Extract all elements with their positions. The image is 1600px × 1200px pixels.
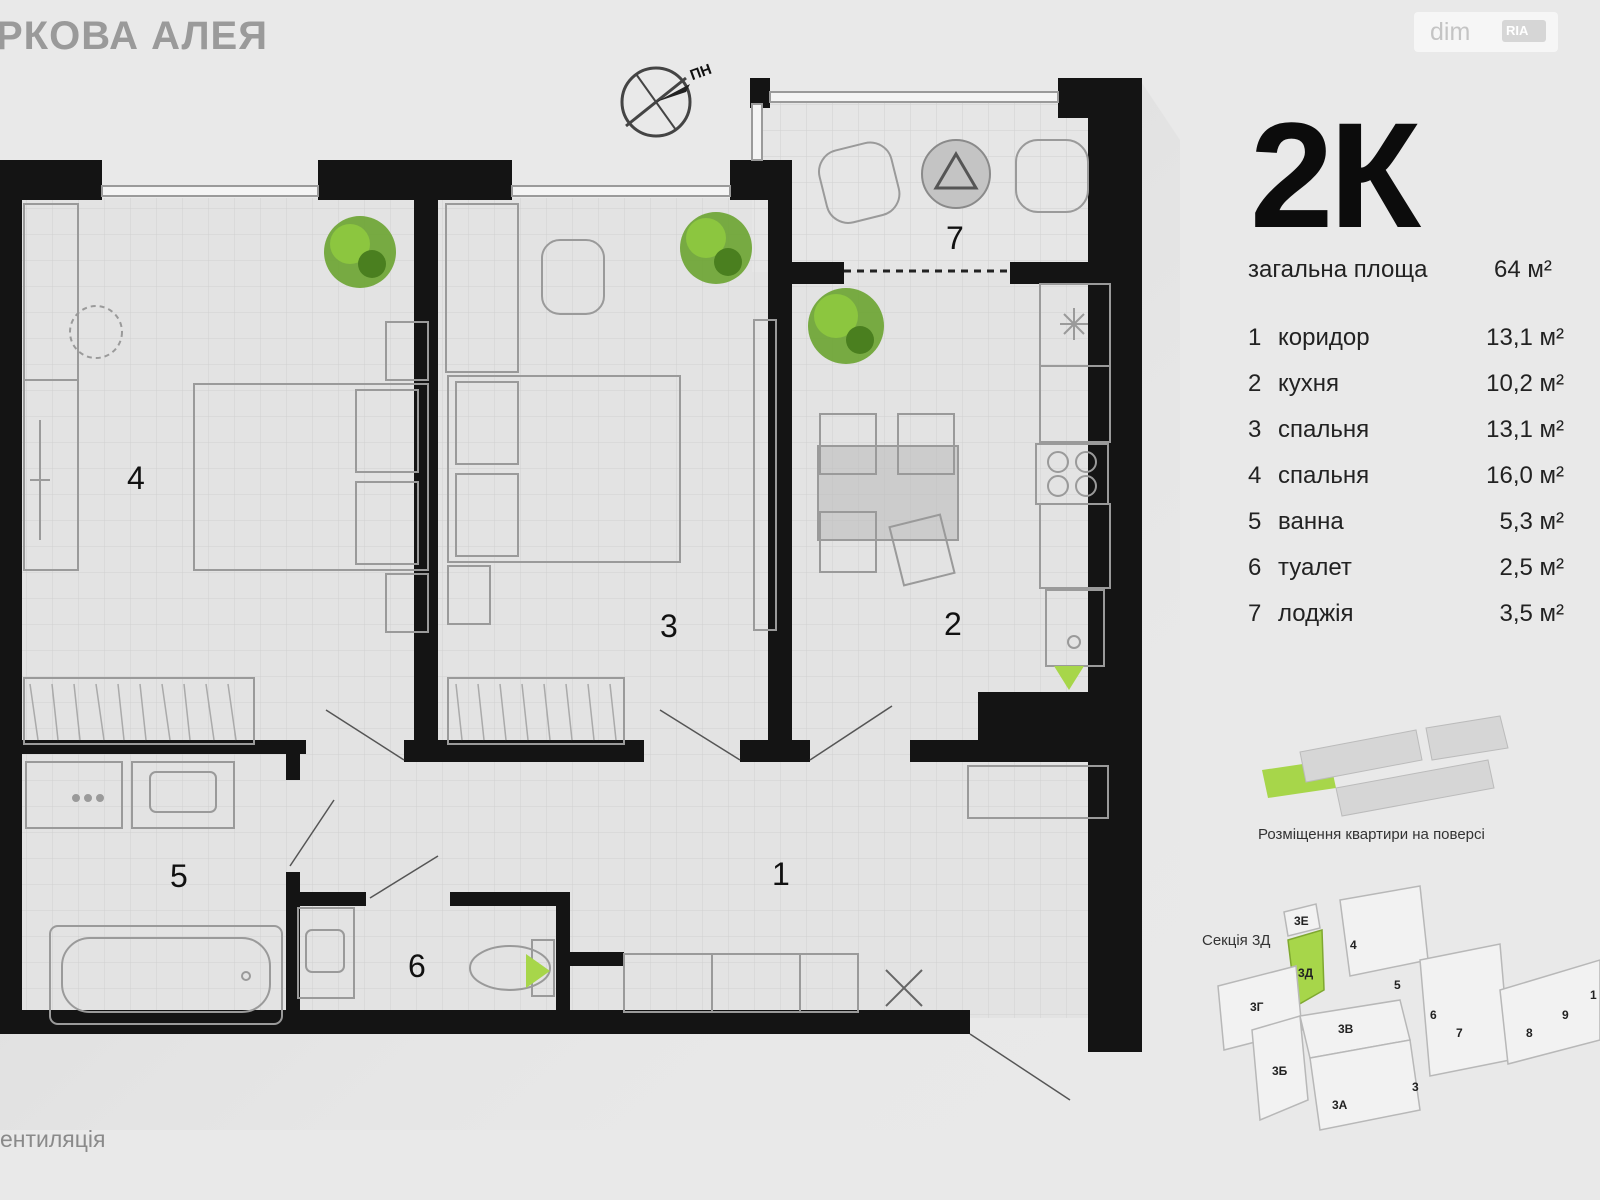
room-number-3: 3 <box>660 608 678 644</box>
room-area: 10,2 м² <box>1486 370 1564 397</box>
total-area-value: 64 м² <box>1494 256 1552 283</box>
room-area: 3,5 м² <box>1499 600 1564 627</box>
room-area: 5,3 м² <box>1499 508 1564 535</box>
room-area: 13,1 м² <box>1486 324 1564 351</box>
watermark-text: dim <box>1430 18 1471 46</box>
room-number-1: 1 <box>772 856 790 892</box>
room-number-4: 4 <box>127 460 145 496</box>
plan-type: 2К <box>1250 91 1421 259</box>
room-name: кухня <box>1278 370 1340 397</box>
room-row: 5 ванна 5,3 м² <box>1248 508 1564 554</box>
block-label-3: 3 <box>1412 1080 1419 1094</box>
block-label-9: 9 <box>1562 1008 1569 1022</box>
section-label-3d: 3Д <box>1298 966 1314 980</box>
complex-title: РКОВА АЛЕЯ <box>0 14 268 58</box>
compass-icon <box>620 66 692 138</box>
loggia-furniture <box>818 139 1089 224</box>
room-num: 3 <box>1248 416 1262 443</box>
watermark-logo: RIA <box>1502 20 1546 42</box>
plant-icon-1 <box>324 216 396 288</box>
total-area-label: загальна площа <box>1248 256 1428 283</box>
walls <box>0 78 1142 1052</box>
room-row: 7 лоджія 3,5 м² <box>1248 600 1564 646</box>
room3-wardrobe-hangers <box>455 683 617 741</box>
room-num: 7 <box>1248 600 1262 627</box>
door-swings <box>289 705 1071 1101</box>
room-name: лоджія <box>1278 600 1354 627</box>
section-map <box>1217 885 1600 1131</box>
watermark: dim RIA <box>1414 12 1558 52</box>
room-area: 13,1 м² <box>1486 416 1564 443</box>
floor-grid <box>18 198 1090 1018</box>
room-name: коридор <box>1278 324 1370 351</box>
block-label-7: 7 <box>1456 1026 1463 1040</box>
block-label-5: 5 <box>1394 978 1401 992</box>
section-caption: Секція 3Д <box>1202 932 1271 949</box>
room-number-5: 5 <box>170 858 188 894</box>
section-label-3a: 3А <box>1332 1098 1348 1112</box>
room-number-6: 6 <box>408 948 426 984</box>
room-area: 2,5 м² <box>1499 554 1564 581</box>
floor-position-caption: Розміщення квартири на поверсі <box>1258 826 1485 843</box>
section-label-3v: 3В <box>1338 1022 1354 1036</box>
block-label-8: 8 <box>1526 1026 1533 1040</box>
plant-icon-3 <box>808 288 884 364</box>
room-list: 1 коридор 13,1 м² 2 кухня 10,2 м² 3 спал… <box>1248 324 1564 646</box>
corridor-furniture <box>623 953 923 1013</box>
room-area: 16,0 м² <box>1486 462 1564 489</box>
room-number-7: 7 <box>946 220 964 256</box>
kitchen-vent-marker <box>1054 666 1084 690</box>
room-name: туалет <box>1278 554 1352 581</box>
room-number-2: 2 <box>944 606 962 642</box>
room4-wardrobe-hangers <box>29 683 237 741</box>
room-num: 5 <box>1248 508 1262 535</box>
room-row: 3 спальня 13,1 м² <box>1248 416 1564 462</box>
block-label-1: 1 <box>1590 988 1597 1002</box>
block-label-4: 4 <box>1350 938 1357 952</box>
room-num: 6 <box>1248 554 1262 581</box>
room3-furniture <box>445 203 777 745</box>
toilet-vent-marker <box>526 954 550 988</box>
plant-icon-2 <box>680 212 752 284</box>
section-label-3b: 3Б <box>1272 1064 1288 1078</box>
floor-position-map <box>1262 715 1509 817</box>
room-row: 6 туалет 2,5 м² <box>1248 554 1564 600</box>
section-label-3g: 3Г <box>1250 1000 1264 1014</box>
room-row: 1 коридор 13,1 м² <box>1248 324 1564 370</box>
room4-furniture <box>23 203 429 745</box>
room-row: 4 спальня 16,0 м² <box>1248 462 1564 508</box>
room2-furniture <box>817 283 1111 819</box>
legend-ventilation: ентиляція <box>0 1126 106 1152</box>
block-label-6: 6 <box>1430 1008 1437 1022</box>
room-name: ванна <box>1278 508 1344 535</box>
bathroom-furniture <box>25 761 283 1025</box>
section-label-3e: 3Е <box>1294 914 1309 928</box>
room-name: спальня <box>1278 462 1370 489</box>
room-num: 2 <box>1248 370 1262 397</box>
room-name: спальня <box>1278 416 1370 443</box>
room-num: 1 <box>1248 324 1262 351</box>
room-num: 4 <box>1248 462 1262 489</box>
room-row: 2 кухня 10,2 м² <box>1248 370 1564 416</box>
windows <box>101 91 1059 197</box>
